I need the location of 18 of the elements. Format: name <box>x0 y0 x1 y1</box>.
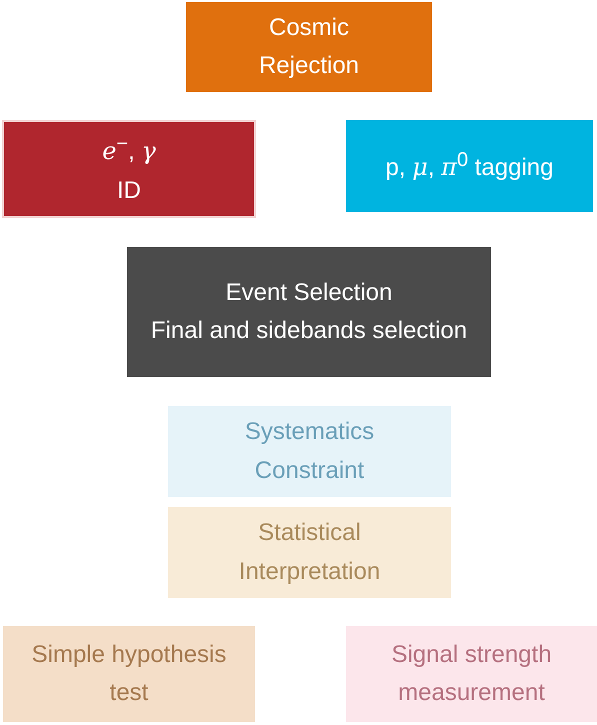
box-label: Final and sidebands selection <box>150 316 468 346</box>
box-label: Signal strength measurement <box>390 640 553 708</box>
process-box <box>3 626 255 722</box>
process-box <box>186 2 432 92</box>
box-label: Simple hypothesis test <box>30 640 228 708</box>
box-label: ID <box>117 176 141 206</box>
process-box <box>346 120 593 212</box>
process-box <box>168 507 451 598</box>
process-box <box>168 406 451 497</box>
process-box <box>2 120 256 218</box>
process-box <box>346 626 597 722</box>
box-label: Event Selection <box>226 278 392 308</box>
box-label: Statistical Interpretation <box>238 518 382 586</box>
box-label: p, μ, π$^{0}$ tagging <box>386 148 554 184</box>
box-label: Systematics Constraint <box>244 417 376 486</box>
box-label: e$^{−}$, γ <box>102 132 156 168</box>
box-label: Cosmic Rejection <box>258 12 360 81</box>
process-box <box>127 247 491 377</box>
